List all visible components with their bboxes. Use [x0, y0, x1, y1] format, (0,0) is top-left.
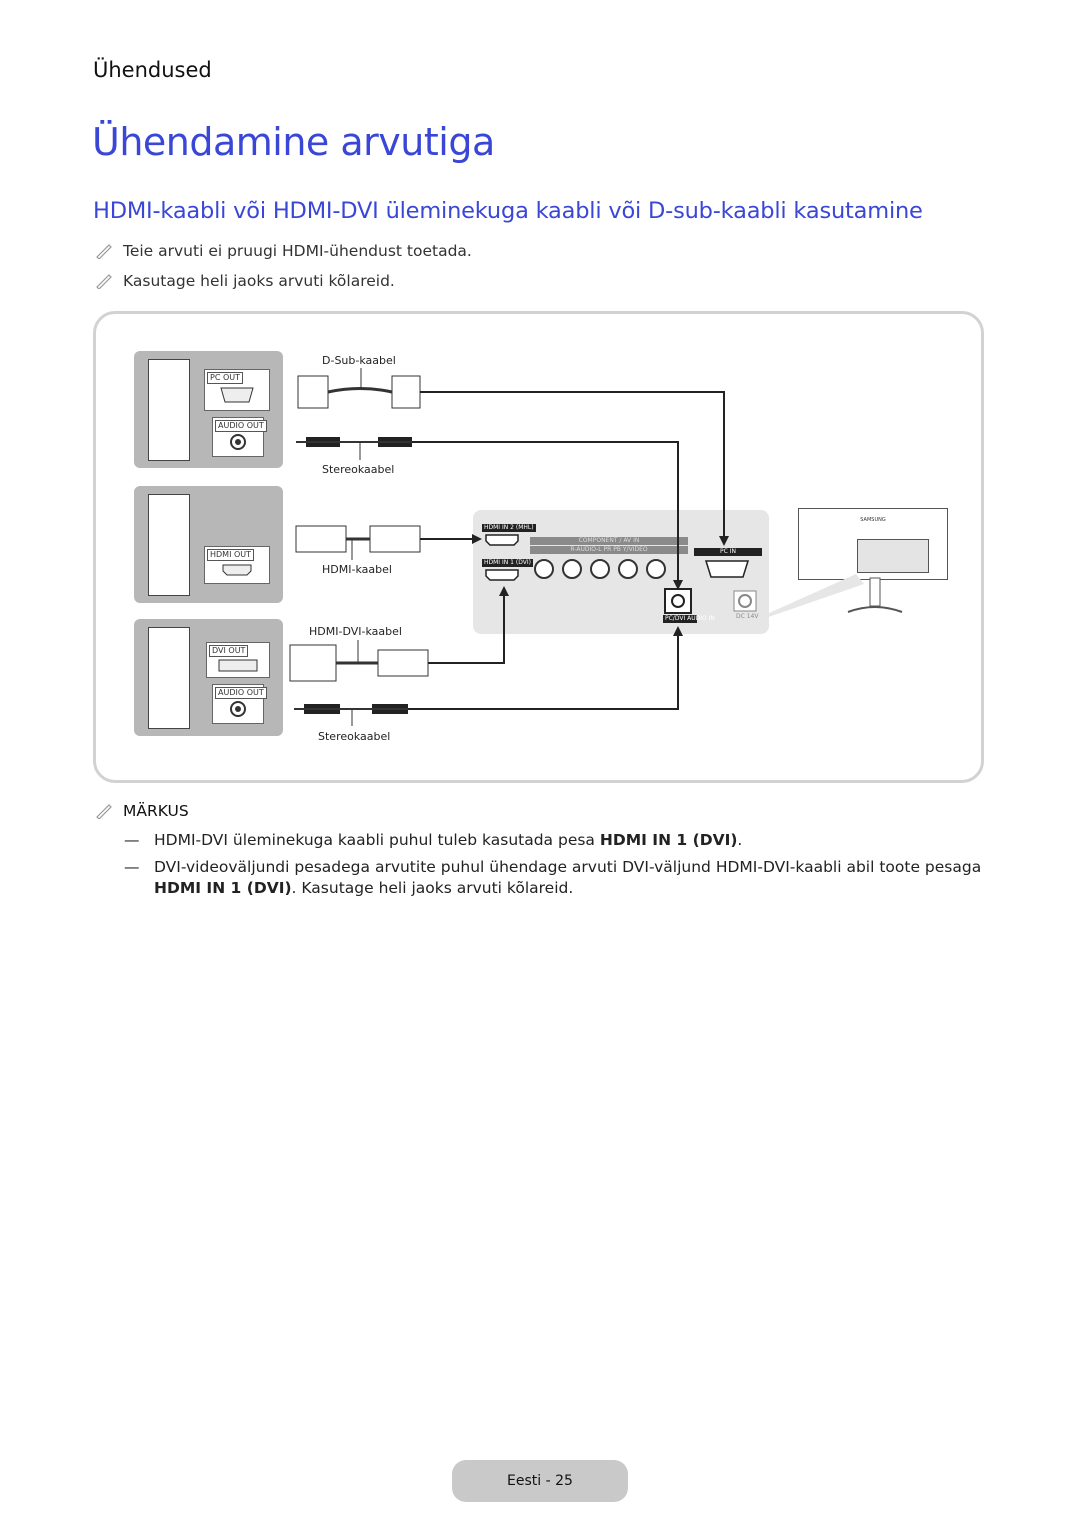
note-text: HDMI-DVI üleminekuga kaabli puhul tuleb … — [154, 831, 600, 849]
note-item: Teie arvuti ei pruugi HDMI-ühendust toet… — [93, 242, 472, 260]
component-sub-label: R-AUDIO-L PR PB Y/VIDEO — [530, 546, 688, 554]
pencil-icon — [96, 244, 112, 259]
pc-out-port: PC OUT — [204, 369, 270, 411]
tv-stand-icon — [847, 577, 903, 613]
pc-in-vga-port-icon — [704, 560, 750, 578]
audio-out-port: AUDIO OUT — [212, 684, 267, 724]
port-name-emphasis: HDMI IN 1 (DVI) — [599, 831, 738, 849]
pencil-icon — [96, 804, 112, 819]
note-text: Kasutage heli jaoks arvuti kõlareid. — [123, 272, 395, 290]
dvi-out-port: DVI OUT — [206, 642, 270, 678]
note-text: . — [737, 831, 743, 849]
note-text: DVI-videoväljundi pesadega arvutite puhu… — [154, 858, 982, 876]
hdmi-cable-label: HDMI-kaabel — [322, 563, 392, 576]
note-heading: MÄRKUS — [93, 802, 189, 820]
page-number: Eesti - 25 — [452, 1460, 628, 1502]
note-list-text: HDMI-DVI üleminekuga kaabli puhul tuleb … — [154, 830, 984, 851]
audio-out-port: AUDIO OUT — [212, 417, 267, 457]
brand-logo: SAMSUNG — [860, 517, 886, 523]
pc-tower-icon — [148, 494, 190, 596]
hdmi-port-icon — [222, 564, 252, 576]
hdmi-in-1-label: HDMI IN 1 (DVI) — [482, 559, 533, 567]
zoom-callout — [758, 574, 864, 620]
note-item: Kasutage heli jaoks arvuti kõlareid. — [93, 272, 395, 290]
note-text: Teie arvuti ei pruugi HDMI-ühendust toet… — [123, 242, 472, 260]
dsub-cable-label: D-Sub-kaabel — [322, 354, 396, 367]
dc-power-jack-icon — [733, 590, 757, 612]
audio-out-label: AUDIO OUT — [215, 687, 267, 699]
pc-tower-icon — [148, 627, 190, 729]
connection-diagram — [93, 311, 984, 783]
audio-jack-icon — [230, 434, 246, 450]
note-text: . Kasutage heli jaoks arvuti kõlareid. — [291, 879, 574, 897]
tv-rear-view: SAMSUNG — [798, 508, 948, 580]
hdmi-out-label: HDMI OUT — [207, 549, 255, 561]
page-title: Ühendamine arvutiga — [92, 120, 495, 164]
component-jacks-icon — [534, 559, 666, 579]
dvi-out-label: DVI OUT — [209, 645, 249, 657]
pc-tower-icon — [148, 359, 190, 461]
pc-out-label: PC OUT — [207, 372, 243, 384]
note-heading-text: MÄRKUS — [123, 802, 189, 820]
tv-connector-area — [857, 539, 929, 573]
vga-port-icon — [220, 387, 254, 403]
pc-dvi-audio-in-label: PC/DVI AUDIO IN — [663, 615, 715, 623]
stereo-cable-label: Stereokaabel — [322, 463, 395, 476]
port-name-emphasis: HDMI IN 1 (DVI) — [154, 879, 292, 897]
stereo-cable-label: Stereokaabel — [318, 730, 391, 743]
hdmi-in-2-port-icon — [485, 534, 519, 546]
hdmi-in-2-label: HDMI IN 2 (MHL) — [482, 524, 536, 532]
audio-jack-icon — [230, 701, 246, 717]
dash-bullet-icon: — — [124, 858, 140, 876]
dash-bullet-icon: — — [124, 831, 140, 849]
pc-in-label: PC IN — [694, 548, 762, 556]
dvi-port-icon — [218, 659, 258, 672]
section-label: Ühendused — [93, 58, 212, 82]
subtitle: HDMI-kaabli või HDMI-DVI üleminekuga kaa… — [93, 198, 923, 224]
component-av-in-label: COMPONENT / AV IN — [530, 537, 688, 545]
note-list-text: DVI-videoväljundi pesadega arvutite puhu… — [154, 857, 984, 899]
hdmi-in-1-port-icon — [485, 569, 519, 581]
audio-out-label: AUDIO OUT — [215, 420, 267, 432]
pencil-icon — [96, 274, 112, 289]
dc-label: DC 14V — [736, 613, 759, 620]
hdmi-dvi-cable-label: HDMI-DVI-kaabel — [309, 625, 402, 638]
cable-lines — [289, 368, 729, 726]
hdmi-out-port: HDMI OUT — [204, 546, 270, 584]
